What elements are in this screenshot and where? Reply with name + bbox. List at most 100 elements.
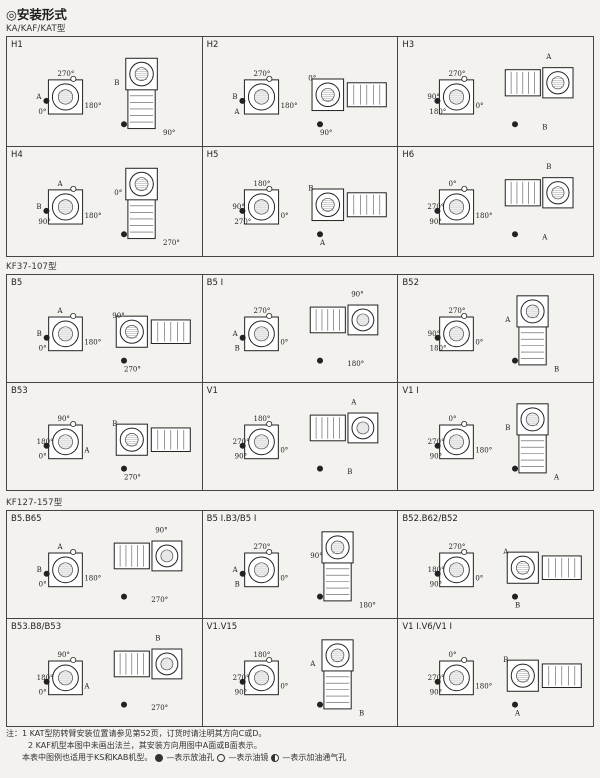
- direction-label: 0°: [39, 581, 47, 589]
- direction-label: 0°: [280, 575, 288, 583]
- direction-label: 180°: [430, 108, 447, 116]
- drain-hole-icon: [434, 442, 441, 449]
- drain-hole-icon: [434, 678, 441, 685]
- gearbox-shape: [439, 424, 475, 460]
- direction-label: 0°: [280, 447, 288, 455]
- mount-label: B52.B62/B52: [402, 514, 458, 524]
- direction-label: B: [232, 93, 237, 101]
- gearbox-shape: [321, 639, 354, 672]
- motor-shape: [505, 179, 542, 207]
- drain-hole-icon: [434, 334, 441, 341]
- motor-shape: [113, 542, 150, 570]
- direction-label: 0°: [114, 189, 122, 197]
- direction-label: 270°: [253, 543, 270, 551]
- drain-hole-icon: [239, 207, 246, 214]
- direction-label: 180°: [280, 102, 297, 110]
- drain-hole-icon: [316, 231, 323, 238]
- direction-label: 270°: [428, 203, 445, 211]
- drain-hole-icon: [512, 121, 519, 128]
- direction-label: 90°: [38, 218, 50, 226]
- gearbox-shape: [47, 79, 84, 115]
- drain-hole-icon: [265, 657, 272, 664]
- direction-label: 270°: [253, 70, 270, 78]
- drain-hole-icon: [316, 465, 323, 472]
- direction-label: 270°: [151, 596, 168, 604]
- drain-hole-icon: [121, 231, 128, 238]
- direction-label: 0°: [280, 683, 288, 691]
- gearbox-shape: [321, 531, 354, 564]
- direction-label: 0°: [476, 102, 484, 110]
- direction-label: 0°: [308, 75, 316, 83]
- direction-label: 270°: [449, 307, 466, 315]
- drain-hole-icon: [70, 313, 77, 320]
- gearbox-shape: [507, 659, 540, 692]
- drain-hole-icon: [70, 657, 77, 664]
- notes: 注：1 KAT型防转臂安装位置请参见第52页，订货时请注明其方向C或D。 2 K…: [6, 728, 594, 764]
- note-line-1: 注：1 KAT型防转臂安装位置请参见第52页，订货时请注明其方向C或D。: [6, 729, 267, 738]
- motor-shape: [323, 561, 352, 602]
- gearbox-shape: [48, 552, 83, 588]
- drain-hole-icon: [121, 465, 128, 472]
- direction-label: A: [546, 53, 553, 61]
- motor-shape: [150, 319, 191, 344]
- direction-label: B: [114, 79, 119, 87]
- mount-label: V1.V15: [206, 622, 238, 632]
- drain-hole-icon: [43, 570, 50, 577]
- drain-hole-icon: [239, 334, 246, 341]
- direction-label: 90°: [430, 218, 442, 226]
- direction-label: B: [506, 424, 511, 432]
- drain-hole-icon: [512, 593, 519, 600]
- drain-hole-icon: [70, 75, 77, 82]
- direction-label: A: [503, 548, 510, 556]
- drain-hole-icon: [239, 678, 246, 685]
- direction-label: 90°: [430, 689, 442, 697]
- direction-label: B: [308, 185, 313, 193]
- mount-label: H2: [206, 40, 219, 50]
- drain-hole-icon: [265, 549, 272, 556]
- gearbox-shape: [115, 315, 148, 348]
- direction-label: 0°: [449, 180, 457, 188]
- direction-label: 270°: [232, 674, 249, 682]
- motor-shape: [518, 325, 548, 366]
- drain-hole-icon: [461, 185, 468, 192]
- drain-hole-icon: [512, 231, 519, 238]
- direction-label: 180°: [37, 438, 54, 446]
- direction-label: 180°: [476, 212, 493, 220]
- direction-label: B: [543, 124, 548, 132]
- note-legend: 本表中图例也适用于KS和KAB机型。 —表示放油孔 —表示油镜 —表示加油通气孔: [22, 753, 347, 762]
- drain-hole-icon: [121, 701, 128, 708]
- mount-label: H1: [11, 40, 23, 50]
- drain-hole-icon: [434, 97, 441, 104]
- direction-label: 270°: [124, 473, 141, 481]
- direction-label: 0°: [280, 212, 288, 220]
- drain-hole-icon: [265, 421, 272, 428]
- direction-label: 0°: [39, 689, 47, 697]
- motor-shape: [150, 427, 191, 452]
- drain-hole-icon: [239, 570, 246, 577]
- gearbox-shape: [439, 552, 475, 588]
- motor-shape: [323, 669, 352, 710]
- direction-label: 0°: [449, 651, 457, 659]
- motor-shape: [346, 82, 387, 108]
- gearbox-shape: [507, 551, 540, 584]
- drain-hole-icon: [512, 701, 519, 708]
- drain-hole-icon: [239, 97, 246, 104]
- direction-label: 90°: [58, 651, 70, 659]
- direction-label: 270°: [449, 543, 466, 551]
- direction-label: 0°: [280, 339, 288, 347]
- drain-hole-icon: [239, 442, 246, 449]
- gearbox-shape: [243, 660, 279, 696]
- direction-label: B: [112, 420, 117, 428]
- drain-hole-icon: [155, 754, 164, 762]
- drain-hole-icon: [43, 97, 50, 104]
- section-title-ka: KA/KAF/KAT型: [6, 24, 66, 34]
- direction-label: 270°: [163, 239, 180, 247]
- section-title-kf127: KF127-157型: [6, 498, 63, 508]
